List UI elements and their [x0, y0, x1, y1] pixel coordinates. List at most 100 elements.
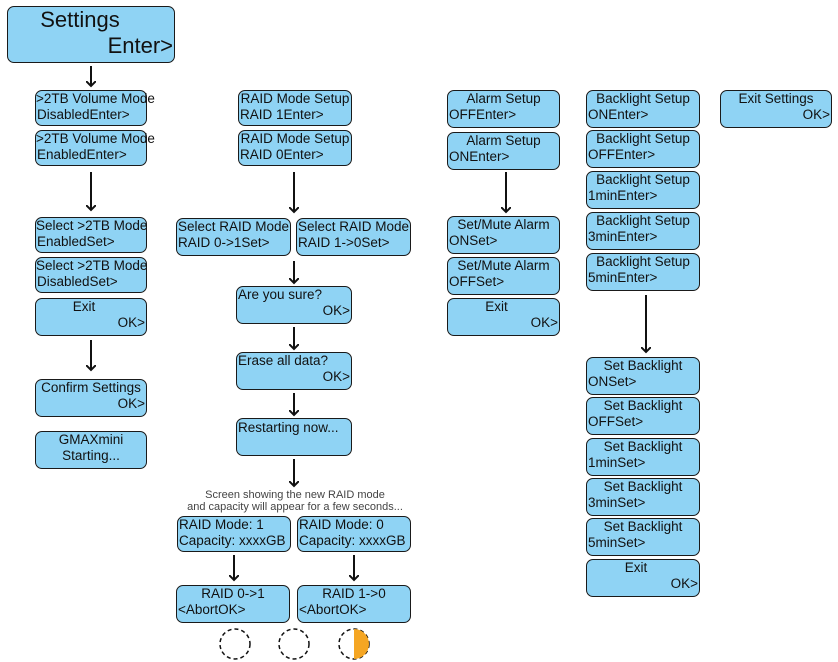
select-2tb-value: Disabled	[37, 274, 90, 289]
raid-mode-label: RAID Mode: 1	[179, 517, 264, 532]
alarm-setup-off-box[interactable]: Alarm Setup OFFEnter>	[447, 90, 560, 128]
raid-transition-title: RAID 0->1	[201, 586, 265, 601]
ok-label: OK>	[670, 576, 698, 591]
set-label: Set>	[89, 274, 118, 289]
raid-setup-0-box[interactable]: RAID Mode Setup RAID 0Enter>	[238, 130, 352, 166]
set-backlight-title: Set Backlight	[603, 519, 683, 534]
alarm-setup-title: Alarm Setup	[466, 133, 541, 148]
backlight-value: ON	[588, 107, 609, 122]
set-label: Set>	[617, 535, 646, 550]
enter-label: Enter>	[476, 107, 517, 122]
confirm-settings-box[interactable]: Confirm Settings OK>	[35, 379, 147, 417]
raid-abort-10-box[interactable]: RAID 1->0 <AbortOK>	[297, 585, 411, 623]
set-backlight-3min-box[interactable]: Set Backlight 3minSet>	[586, 478, 700, 516]
mute-alarm-on-box[interactable]: Set/Mute Alarm ONSet>	[447, 216, 560, 254]
enter-label: Enter>	[617, 229, 658, 244]
alarm-exit-box[interactable]: Exit OK>	[447, 298, 560, 336]
raid-mode-label: RAID Mode: 0	[299, 517, 384, 532]
exit-label: Exit	[624, 560, 648, 575]
select-2tb-disabled-box[interactable]: Select >2TB Mode DisabledSet>	[35, 257, 147, 293]
backlight-value: 5min	[588, 535, 618, 550]
set-label: Set>	[617, 455, 646, 470]
backlight-value: OFF	[588, 147, 615, 162]
raid-setup-title: RAID Mode Setup	[240, 131, 350, 146]
backlight-value: OFF	[588, 414, 615, 429]
backlight-setup-1min-box[interactable]: Backlight Setup 1minEnter>	[586, 171, 700, 209]
capacity-label: Capacity: xxxxGB	[299, 533, 406, 548]
enter-label: Enter>	[617, 188, 658, 203]
select-2tb-title: Select >2TB Mode	[36, 218, 148, 233]
raid-mode-0-box: RAID Mode: 0 Capacity: xxxxGB	[297, 516, 411, 552]
set-backlight-title: Set Backlight	[603, 358, 683, 373]
raid-setup-title: RAID Mode Setup	[240, 91, 350, 106]
enter-label: Enter>	[89, 107, 130, 122]
mute-alarm-off-box[interactable]: Set/Mute Alarm OFFSet>	[447, 257, 560, 295]
ok-label: OK>	[530, 315, 558, 330]
raid-mode-1-box: RAID Mode: 1 Capacity: xxxxGB	[177, 516, 291, 552]
ok-label: OK>	[322, 303, 350, 318]
raid-abort-01-box[interactable]: RAID 0->1 <AbortOK>	[176, 585, 290, 623]
set-label: Set>	[361, 235, 390, 250]
set-label: Set>	[617, 495, 646, 510]
exit-label: Exit	[72, 299, 96, 314]
enter-label: Enter>	[615, 147, 656, 162]
backlight-setup-title: Backlight Setup	[596, 172, 690, 187]
set-label: Set>	[476, 274, 505, 289]
backlight-setup-title: Backlight Setup	[596, 254, 690, 269]
enter-label: Enter>	[617, 270, 658, 285]
indicator-circle-1	[219, 628, 251, 660]
indicator-half-fill	[354, 629, 369, 659]
select-2tb-enabled-box[interactable]: Select >2TB Mode EnabledSet>	[35, 217, 147, 253]
volume-exit-box[interactable]: Exit OK>	[35, 298, 147, 336]
backlight-setup-title: Backlight Setup	[596, 131, 690, 146]
backlight-setup-3min-box[interactable]: Backlight Setup 3minEnter>	[586, 212, 700, 250]
raid-transition-title: RAID 1->0	[322, 586, 386, 601]
alarm-setup-on-box[interactable]: Alarm Setup ONEnter>	[447, 132, 560, 170]
volume-mode-enabled-box[interactable]: >2TB Volume Mode EnabledEnter>	[35, 130, 155, 166]
select-raid-title: Select RAID Mode	[177, 219, 290, 234]
exit-settings-title: Exit Settings	[738, 91, 814, 106]
backlight-setup-on-box[interactable]: Backlight Setup ONEnter>	[586, 90, 700, 128]
set-backlight-title: Set Backlight	[603, 398, 683, 413]
backlight-value: 5min	[588, 270, 618, 285]
backlight-setup-off-box[interactable]: Backlight Setup OFFEnter>	[586, 130, 700, 168]
enter-label: Enter>	[283, 147, 324, 162]
settings-box[interactable]: Settings Enter>	[7, 6, 175, 63]
mute-alarm-title: Set/Mute Alarm	[457, 258, 550, 273]
backlight-setup-5min-box[interactable]: Backlight Setup 5minEnter>	[586, 253, 700, 291]
select-raid-10-box[interactable]: Select RAID Mode RAID 1->0Set>	[296, 218, 411, 256]
exit-settings-box[interactable]: Exit Settings OK>	[720, 90, 832, 128]
volume-mode-value: Enabled	[37, 147, 87, 162]
confirm-settings-title: Confirm Settings	[41, 380, 141, 395]
settings-enter: Enter>	[107, 33, 173, 58]
backlight-value: 3min	[588, 229, 618, 244]
device-name: GMAXmini	[58, 432, 124, 447]
alarm-value: OFF	[449, 107, 476, 122]
select-raid-title: Select RAID Mode	[297, 219, 410, 234]
ok-label: OK>	[117, 315, 145, 330]
enter-label: Enter>	[86, 147, 127, 162]
volume-mode-title: >2TB Volume Mode	[36, 91, 155, 106]
erase-data-label: Erase all data?	[238, 353, 329, 368]
raid-note-line1: Screen showing the new RAID mode	[205, 489, 385, 501]
ok-label: OK>	[218, 602, 246, 617]
set-backlight-1min-box[interactable]: Set Backlight 1minSet>	[586, 438, 700, 476]
erase-data-box[interactable]: Erase all data? OK>	[236, 352, 352, 390]
backlight-exit-box[interactable]: Exit OK>	[586, 559, 700, 597]
set-backlight-on-box[interactable]: Set Backlight ONSet>	[586, 357, 700, 395]
mute-alarm-value: ON	[449, 233, 470, 248]
set-backlight-5min-box[interactable]: Set Backlight 5minSet>	[586, 518, 700, 556]
set-backlight-title: Set Backlight	[603, 439, 683, 454]
raid-transition: RAID 1->0	[298, 235, 362, 250]
volume-mode-disabled-box[interactable]: >2TB Volume Mode DisabledEnter>	[35, 90, 155, 126]
alarm-value: ON	[449, 149, 470, 164]
select-2tb-title: Select >2TB Mode	[36, 258, 148, 273]
raid-setup-1-box[interactable]: RAID Mode Setup RAID 1Enter>	[238, 90, 352, 126]
set-label: Set>	[615, 414, 644, 429]
are-you-sure-box[interactable]: Are you sure? OK>	[236, 286, 352, 324]
exit-label: Exit	[485, 299, 508, 314]
raid-level: RAID 0	[240, 147, 284, 162]
select-raid-01-box[interactable]: Select RAID Mode RAID 0->1Set>	[176, 218, 291, 256]
ok-label: OK>	[802, 107, 830, 122]
set-backlight-off-box[interactable]: Set Backlight OFFSet>	[586, 397, 700, 435]
